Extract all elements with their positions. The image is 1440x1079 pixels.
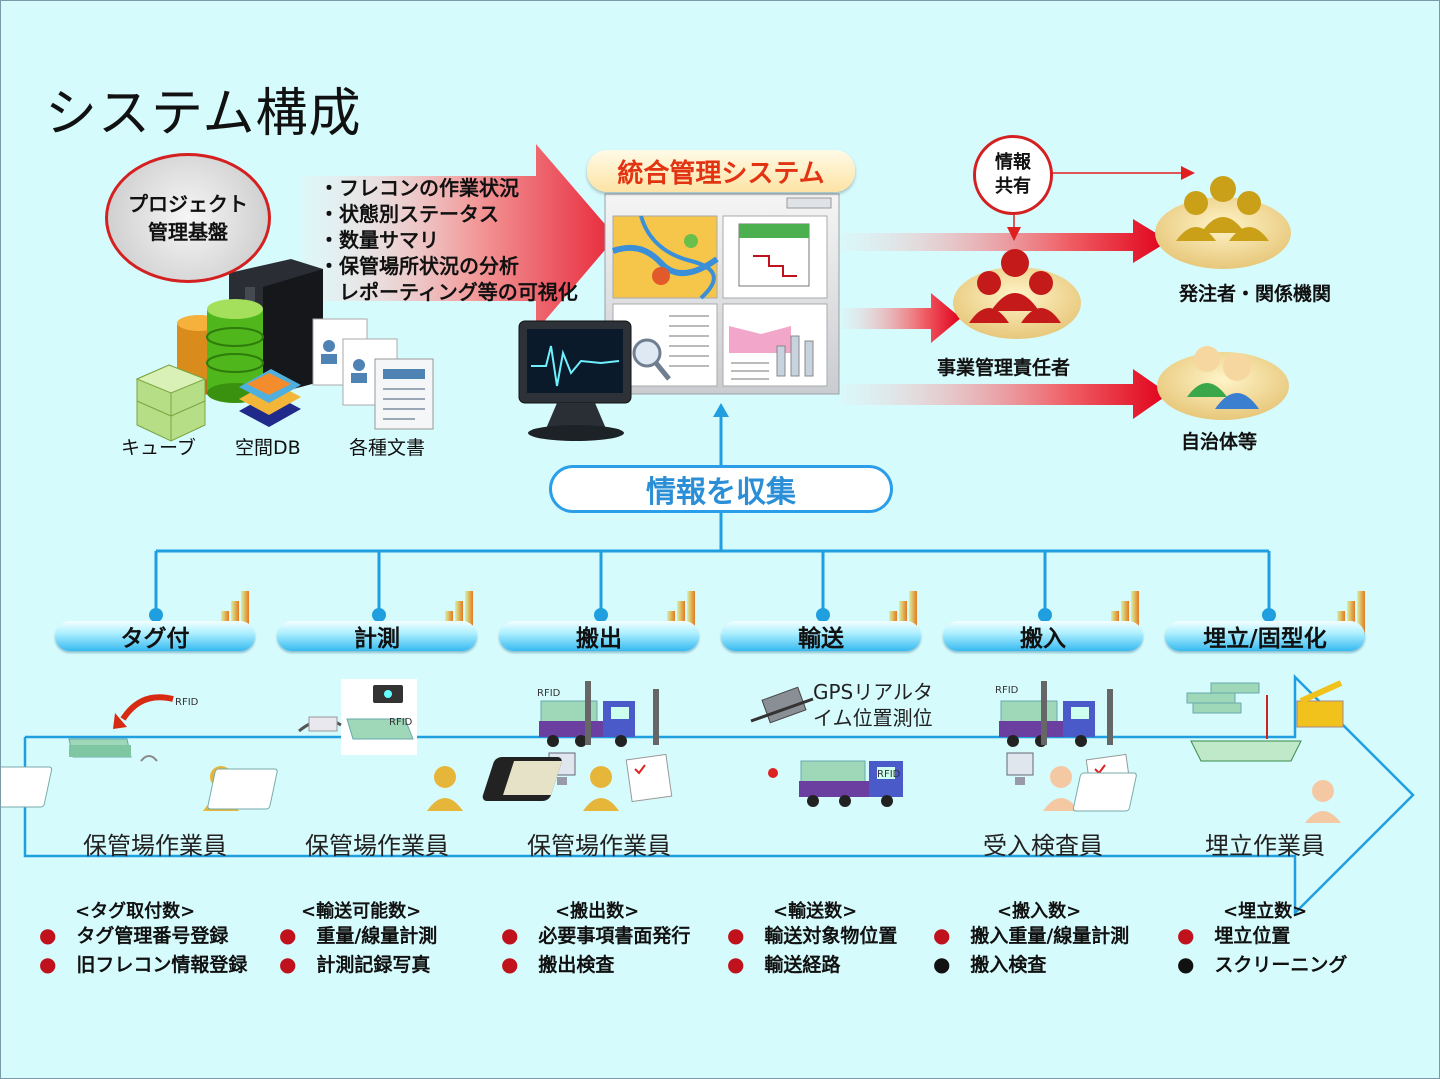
worker-label: 保管場作業員 (305, 832, 449, 860)
worker-label: 保管場作業員 (83, 832, 227, 860)
bullet-item: ・状態別ステータス (319, 202, 499, 226)
people-icon-municipality (1157, 346, 1289, 420)
map-layers-icon (239, 369, 301, 427)
stakeholder-municipality: 自治体等 (1181, 431, 1258, 453)
stage-landfill: 埋立/固型化 (1165, 621, 1365, 652)
worker-label: 埋立作業員 (1205, 832, 1325, 860)
bullet-list: ・フレコンの作業状況 ・状態別ステータス ・数量サマリ ・保管場所状況の分析 レ… (319, 175, 578, 305)
system-title: 統合管理システム (587, 150, 855, 192)
platform-label-2: 管理基盤 (148, 220, 228, 244)
share-circle: 情報 共有 (973, 135, 1053, 215)
people-icon-manager (953, 249, 1081, 339)
bullet-dot-icon: ● (933, 952, 951, 976)
gps-label-1: GPSリアルタ (813, 680, 934, 704)
beam-arrow-1 (841, 219, 1169, 263)
truck-icon-1 (539, 681, 673, 811)
cube-icon (135, 364, 207, 442)
column-header: <搬出数> (555, 901, 640, 922)
bullet-dot-icon: ● (279, 952, 297, 976)
column-header: <搬入数> (997, 901, 1082, 922)
column-item: 必要事項書面発行 (538, 925, 691, 947)
column-items: ● 輸送対象物位置 ● 輸送経路 (727, 921, 897, 977)
column-item: 計測記録写真 (316, 954, 431, 976)
stage-transport: 輸送 (721, 621, 921, 652)
bullet-item: ・数量サマリ (319, 228, 439, 252)
column-items: ● タグ管理番号登録 ● 旧フレコン情報登録 (39, 921, 247, 977)
column-item: 搬入検査 (970, 954, 1047, 976)
rfid-label: RFID (537, 688, 561, 699)
stage-tag: タグ付 (55, 621, 255, 652)
source-label-documents: 各種文書 (349, 437, 426, 459)
column-item: 埋立位置 (1214, 925, 1291, 947)
truck-icon-2 (799, 760, 903, 807)
bullet-dot-icon: ● (727, 923, 745, 947)
beam-arrow-3 (841, 369, 1169, 419)
rfid-label: RFID (389, 717, 413, 728)
crane-icon (1072, 680, 1344, 823)
gps-label: GPSリアルタ イム位置測位 (813, 679, 933, 731)
bullet-dot-icon: ● (1177, 923, 1195, 947)
rfid-label: RFID (877, 769, 901, 780)
worker-label: 保管場作業員 (527, 832, 671, 860)
document-icon (312, 318, 434, 430)
column-items: ● 必要事項書面発行 ● 搬出検査 (501, 921, 690, 977)
stakeholder-orderer: 発注者・関係機関 (1179, 283, 1332, 305)
satellite-icon (750, 686, 814, 724)
worker-label: 受入検査員 (983, 832, 1103, 860)
page-title: システム構成 (45, 84, 362, 144)
bullet-dot-icon: ● (501, 923, 519, 947)
flow-arrow-outline (23, 673, 1415, 917)
tag-illustration (1, 694, 239, 811)
smartphone-icon (482, 757, 778, 801)
column-items: ● 重量/線量計測 ● 計測記録写真 (279, 921, 437, 977)
bullet-dot-icon: ● (279, 923, 297, 947)
bullet-dot-icon: ● (39, 952, 57, 976)
stage-carryin: 搬入 (943, 621, 1143, 652)
bullet-dot-icon: ● (727, 952, 745, 976)
beam-arrow-2 (841, 293, 961, 343)
gps-label-2: イム位置測位 (813, 706, 933, 730)
column-items: ● 搬入重量/線量計測 ● 搬入検査 (933, 921, 1129, 977)
platform-label-1: プロジェクト (128, 192, 248, 216)
bullet-dot-icon: ● (933, 923, 951, 947)
bullet-item: ・フレコンの作業状況 (319, 176, 519, 200)
share-label-1: 情報 (995, 152, 1031, 173)
source-label-cube: キューブ (121, 437, 196, 459)
column-item: 重量/線量計測 (316, 925, 438, 947)
bullet-dot-icon: ● (1177, 952, 1195, 976)
column-header: <輸送可能数> (301, 901, 422, 922)
column-item: スクリーニング (1214, 954, 1348, 976)
column-item: 輸送経路 (764, 954, 841, 976)
source-label-spatialdb: 空間DB (235, 437, 301, 459)
bullet-dot-icon: ● (39, 923, 57, 947)
collect-info-pill: 情報を収集 (549, 465, 893, 513)
measurement-illustration (207, 679, 463, 811)
platform-circle: プロジェクト 管理基盤 (105, 153, 271, 283)
stakeholder-manager: 事業管理責任者 (937, 357, 1071, 379)
column-item: 搬出検査 (538, 954, 615, 976)
bullet-dot-icon: ● (501, 952, 519, 976)
column-items: ● 埋立位置 ● スクリーニング (1177, 921, 1347, 977)
people-icon-orderer (1155, 176, 1291, 269)
column-item: タグ管理番号登録 (76, 925, 229, 947)
column-header: <埋立数> (1223, 901, 1308, 922)
column-header: <タグ取付数> (75, 901, 196, 922)
column-item: 輸送対象物位置 (764, 925, 898, 947)
column-item: 搬入重量/線量計測 (970, 925, 1130, 947)
stage-measure: 計測 (277, 621, 477, 652)
rfid-label: RFID (175, 697, 199, 708)
system-window-icon (604, 193, 840, 395)
bullet-item: レポーティング等の可視化 (319, 280, 578, 304)
column-header: <輸送数> (773, 901, 858, 922)
bullet-item: ・保管場所状況の分析 (319, 254, 519, 278)
big-arrow-icon (301, 144, 616, 331)
stage-carryout: 搬出 (499, 621, 699, 652)
rfid-label: RFID (995, 685, 1019, 696)
share-label-2: 共有 (995, 176, 1031, 197)
column-item: 旧フレコン情報登録 (76, 954, 248, 976)
monitor-icon (518, 320, 632, 441)
